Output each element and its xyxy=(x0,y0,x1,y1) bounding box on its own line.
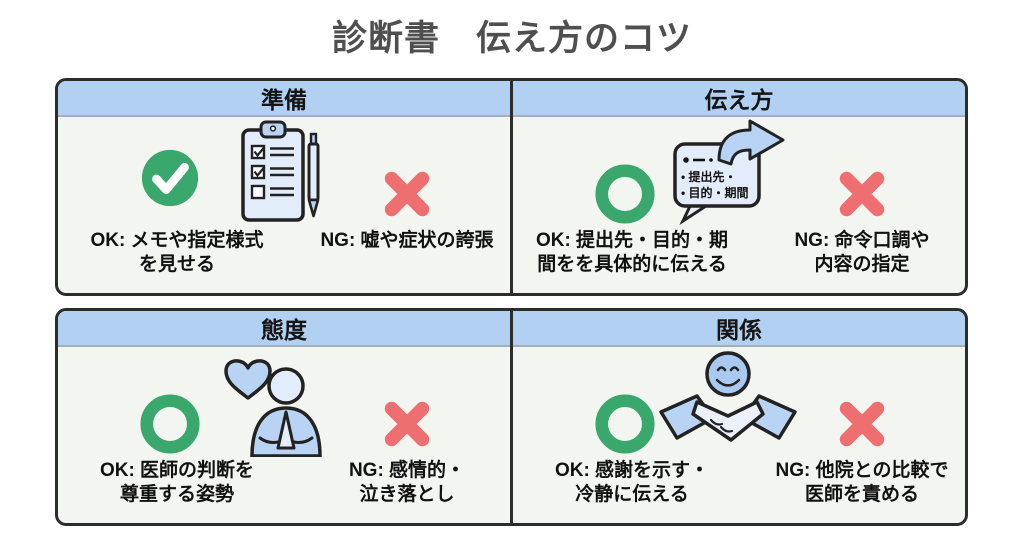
row-bottom: 態度 xyxy=(55,308,968,526)
speech-bubble-arrow-icon: • 提出先・ • 目的・期間 xyxy=(653,119,803,227)
panel-body: OK: メモや指定様式 を見せる NG: 嘘や症状の誇張 xyxy=(58,117,510,293)
panel-body: • 提出先・ • 目的・期間 OK: 提出先・目的・期 間をを具体的に伝える xyxy=(513,117,965,293)
panel-header-label: 関係 xyxy=(716,317,762,343)
panel-attitude: 態度 xyxy=(58,311,513,523)
panel-header: 伝え方 xyxy=(513,81,965,117)
ng-caption-line2: 泣き落とし xyxy=(359,484,455,506)
ng-caption-line1: NG: 他院との比較で xyxy=(775,460,949,481)
ok-caption-line1: OK: メモや指定様式 xyxy=(90,230,264,251)
ok-caption: OK: 感謝を示す・ 冷静に伝える xyxy=(513,459,751,508)
page-title: 診断書 伝え方のコツ xyxy=(331,19,692,58)
clipboard-checklist-icon xyxy=(198,119,348,227)
ok-ring-icon xyxy=(594,393,656,455)
panel-header-label: 伝え方 xyxy=(704,87,774,113)
ng-caption-line1: NG: 命令口調や xyxy=(794,230,930,251)
ok-caption-line1: OK: 医師の判断を xyxy=(99,460,255,481)
ng-caption-line1: NG: 感情的・ xyxy=(348,460,466,481)
ng-caption: NG: 命令口調や 内容の指定 xyxy=(765,229,959,278)
ng-cross-icon xyxy=(833,165,891,223)
ng-caption: NG: 嘘や症状の誇張 xyxy=(310,229,504,253)
heart-praying-person-icon xyxy=(198,349,348,457)
panel-header-label: 準備 xyxy=(261,87,307,113)
panel-body: OK: 感謝を示す・ 冷静に伝える NG: 他院との比較で 医師を責める xyxy=(513,347,965,523)
ng-caption-line2: 医師を責める xyxy=(804,484,919,506)
ng-caption: NG: 感情的・ 泣き落とし xyxy=(310,459,504,508)
ok-caption-line2: を見せる xyxy=(138,254,215,276)
ng-cross-icon xyxy=(833,395,891,453)
panel-grid: 準備 xyxy=(55,78,968,538)
ok-ring-icon xyxy=(594,163,656,225)
panel-preparation: 準備 xyxy=(58,81,513,293)
panel-how-to-tell: 伝え方 • xyxy=(513,81,965,293)
panel-header: 態度 xyxy=(58,311,510,347)
panel-header: 準備 xyxy=(58,81,510,117)
ok-caption-line2: 間をを具体的に伝える xyxy=(537,254,727,276)
panel-header-label: 態度 xyxy=(261,317,307,343)
panel-header: 関係 xyxy=(513,311,965,347)
ok-caption-line1: OK: 提出先・目的・期 xyxy=(535,230,729,251)
ok-caption-line2: 尊重する姿勢 xyxy=(119,484,234,506)
row-top: 準備 xyxy=(55,78,968,296)
ng-caption: NG: 他院との比較で 医師を責める xyxy=(765,459,959,508)
panel-relationship: 関係 xyxy=(513,311,965,523)
ng-caption-line2: 内容の指定 xyxy=(814,254,910,276)
ok-caption: OK: 提出先・目的・期 間をを具体的に伝える xyxy=(513,229,751,278)
ok-caption-line2: 冷静に伝える xyxy=(575,484,689,506)
ng-cross-icon xyxy=(378,165,436,223)
bubble-text-line1: • 提出先・ xyxy=(681,169,737,184)
bubble-text-line2: • 目的・期間 xyxy=(681,185,749,200)
ok-check-icon xyxy=(139,147,201,209)
ok-caption-line1: OK: 感謝を示す・ xyxy=(554,460,710,481)
ok-caption: OK: 医師の判断を 尊重する姿勢 xyxy=(58,459,296,508)
ng-cross-icon xyxy=(378,395,436,453)
smiley-handshake-icon xyxy=(653,349,803,457)
ok-ring-icon xyxy=(139,393,201,455)
ng-caption-line1: NG: 嘘や症状の誇張 xyxy=(320,230,494,251)
ok-caption: OK: メモや指定様式 を見せる xyxy=(58,229,296,278)
panel-body: OK: 医師の判断を 尊重する姿勢 NG: 感情的・ 泣き落とし xyxy=(58,347,510,523)
